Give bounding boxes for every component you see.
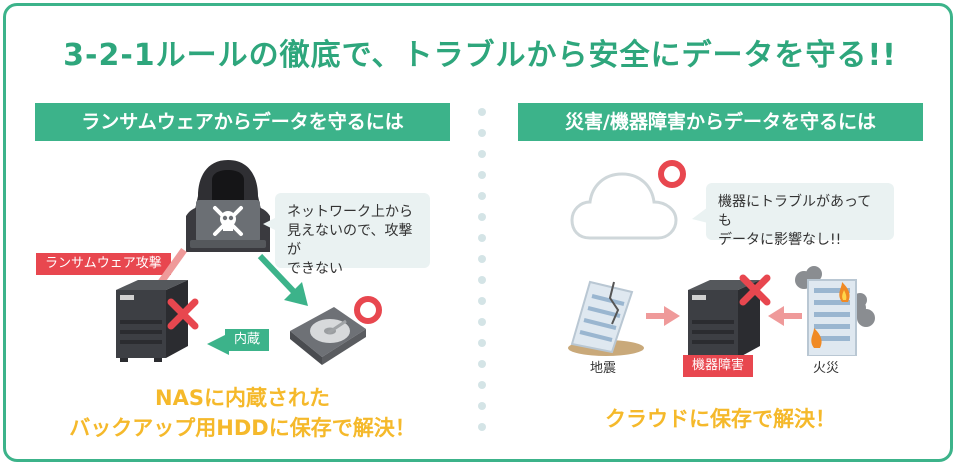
fire-arrow-icon [768,306,802,326]
bubble-tail [263,216,279,232]
right-cross-ng-icon [739,274,771,306]
right-bubble-tail [692,207,708,223]
failure-label: 機器障害 [683,355,754,377]
right-bubble-line-1: 機器にトラブルがあっても [718,194,872,229]
building-earthquake-icon [568,280,644,356]
fire-label: 火災 [813,361,840,376]
fire-icon [811,282,850,348]
builtin-label: 内蔵 [225,329,270,351]
left-bubble-line-2: 見えないので、攻撃が [287,223,413,258]
quake-arrow-icon [646,306,680,326]
circle-ok-icon [354,296,382,324]
left-result-line-2: バックアップ用HDDに保存で解決！ [69,416,416,440]
left-bubble-line-3: できない [287,261,343,277]
builtin-arrow-icon [207,333,229,355]
hacker-icon [186,160,270,252]
main-title: 3-2-1ルールの徹底で、トラブルから安全にデータを守る!! [63,38,897,73]
cloud-circle-ok-icon [658,160,686,188]
left-result-text: NASに内蔵された バックアップ用HDDに保存で解決！ [35,383,450,443]
left-section-header: ランサムウェアからデータを守るには [35,103,450,141]
hdd-icon [290,307,366,365]
right-result-text: クラウドに保存で解決！ [605,407,836,431]
skull-icon [213,206,243,236]
left-speech-bubble: ネットワーク上から 見えないので、攻撃が できない [275,193,430,277]
ransomware-attack-label: ランサムウェア攻撃 [36,253,171,275]
right-speech-bubble: 機器にトラブルがあっても データに影響なし!! [706,183,894,248]
right-section-header: 災害/機器障害からデータを守るには [518,103,923,141]
cross-ng-icon [167,298,199,330]
right-bubble-line-2: データに影響なし!! [718,232,842,248]
left-bubble-line-1: ネットワーク上から [287,204,413,220]
earthquake-label: 地震 [590,361,617,376]
cloud-icon [570,172,678,240]
network-arrow-icon [257,253,308,306]
section-divider [478,108,486,446]
building-fire-icon [795,266,875,356]
left-result-line-1: NASに内蔵された [155,386,330,410]
